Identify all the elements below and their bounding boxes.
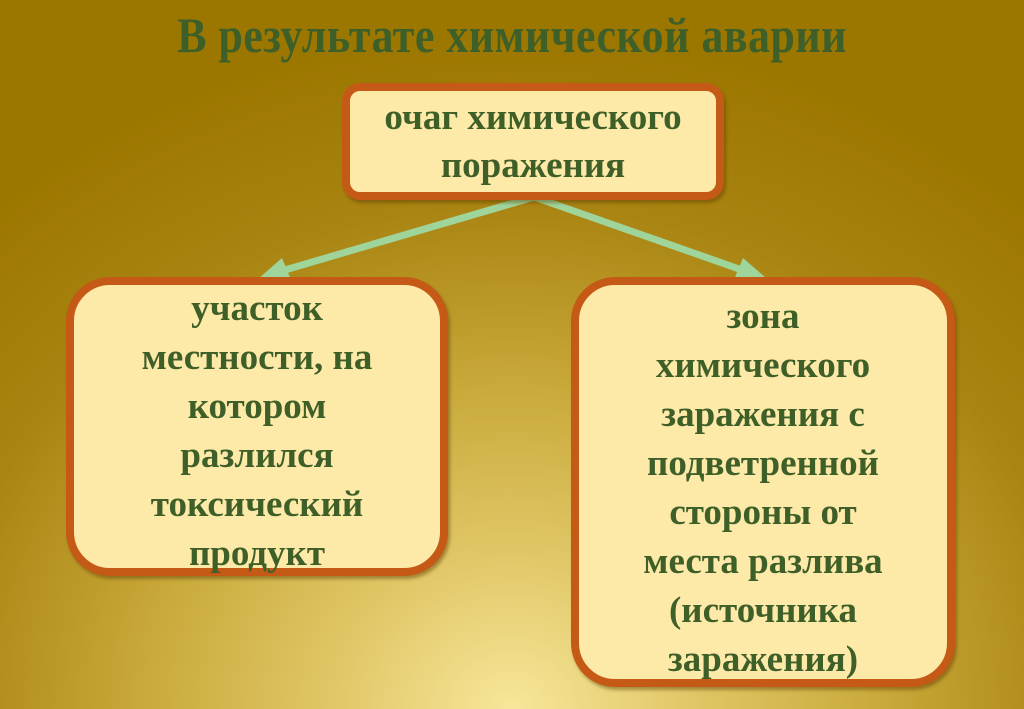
node-spill-area: участок местности, на котором разлился т… <box>66 277 448 576</box>
slide-title: В результате химической аварии <box>177 7 847 63</box>
node-right-label: зона химического заражения с подветренно… <box>643 296 883 680</box>
node-top-label: очаг химического поражения <box>384 96 682 186</box>
arrow-to-right-icon <box>530 193 766 282</box>
node-contamination-zone: зона химического заражения с подветренно… <box>571 277 955 687</box>
node-chemical-damage-focus: очаг химического поражения <box>342 83 724 200</box>
arrow-to-left-icon <box>258 193 538 282</box>
node-left-label: участок местности, на котором разлился т… <box>141 287 373 574</box>
